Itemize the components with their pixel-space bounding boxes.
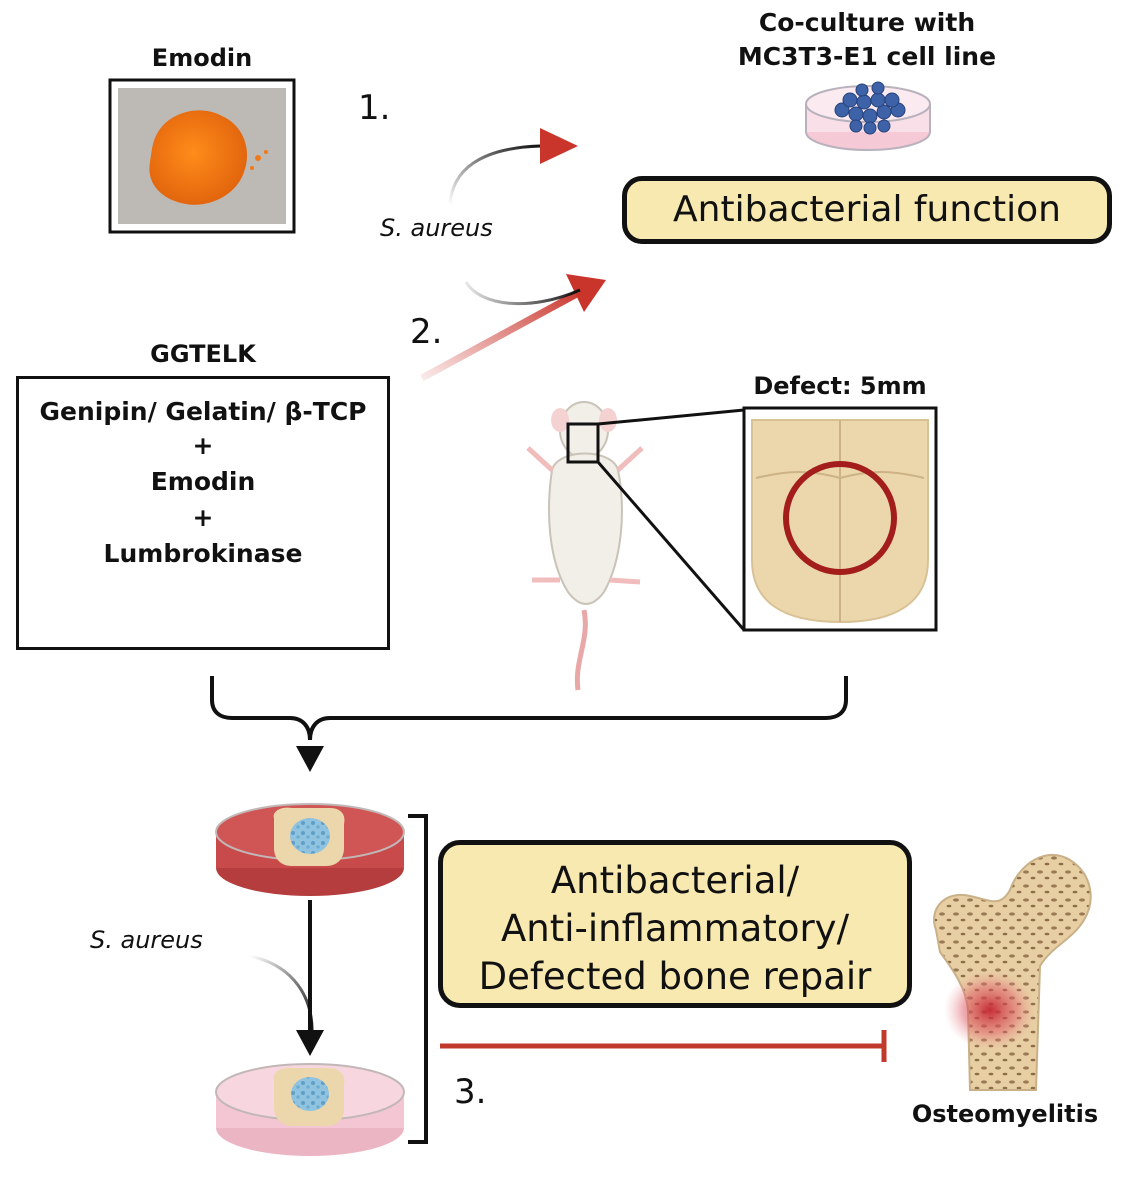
outcome-line1: Antibacterial/ xyxy=(550,859,800,902)
ggtelk-line2: Emodin xyxy=(150,467,256,496)
step2-number: 2. xyxy=(410,312,443,352)
step3-number: 3. xyxy=(454,1072,487,1112)
arrow-bacteria-challenge xyxy=(249,900,324,1056)
arrow-step2 xyxy=(420,274,606,382)
zoom-lines xyxy=(596,408,746,631)
coculture-line1: Co-culture with xyxy=(758,8,976,37)
petri-dish-cells-icon xyxy=(805,81,931,151)
ggtelk-plus2: + xyxy=(192,503,214,532)
emodin-powder-photo xyxy=(108,78,296,234)
skull-icon xyxy=(742,406,938,632)
ggtelk-line3: Lumbrokinase xyxy=(103,539,303,568)
coculture-line2: MC3T3-E1 cell line xyxy=(737,42,997,71)
s-aureus-label-bottom: S. aureus xyxy=(90,926,203,954)
femur-bone-icon xyxy=(933,854,1092,1091)
petri-dish-red-icon xyxy=(215,803,405,896)
outcome-line2: Anti-inflammatory/ xyxy=(500,907,850,950)
outcome-line3: Defected bone repair xyxy=(478,955,872,998)
outcome-callout: Antibacterial/ Anti-inflammatory/ Defect… xyxy=(438,840,912,1008)
ggtelk-title: GGTELK xyxy=(150,340,256,368)
osteomyelitis-label: Osteomyelitis xyxy=(911,1100,1099,1128)
merge-arrowhead xyxy=(296,746,324,772)
emodin-title: Emodin xyxy=(151,44,253,72)
arrow-step1 xyxy=(360,128,578,206)
group-bracket xyxy=(408,814,428,1144)
s-aureus-label-top: S. aureus xyxy=(380,214,493,242)
step1-number: 1. xyxy=(358,88,391,128)
antibacterial-function-callout: Antibacterial function xyxy=(622,176,1112,244)
ggtelk-line1: Genipin/ Gelatin/ β-TCP xyxy=(39,397,367,426)
ggtelk-box: Genipin/ Gelatin/ β-TCP + Emodin + Lumbr… xyxy=(16,376,390,650)
mouse-icon xyxy=(526,401,644,691)
inhibition-line xyxy=(440,1030,887,1062)
merge-bracket xyxy=(210,676,848,741)
ggtelk-plus1: + xyxy=(192,431,214,460)
petri-dish-pink-icon xyxy=(215,1063,405,1156)
defect-label: Defect: 5mm xyxy=(753,372,927,400)
coculture-label: Co-culture with MC3T3-E1 cell line xyxy=(700,6,1034,74)
